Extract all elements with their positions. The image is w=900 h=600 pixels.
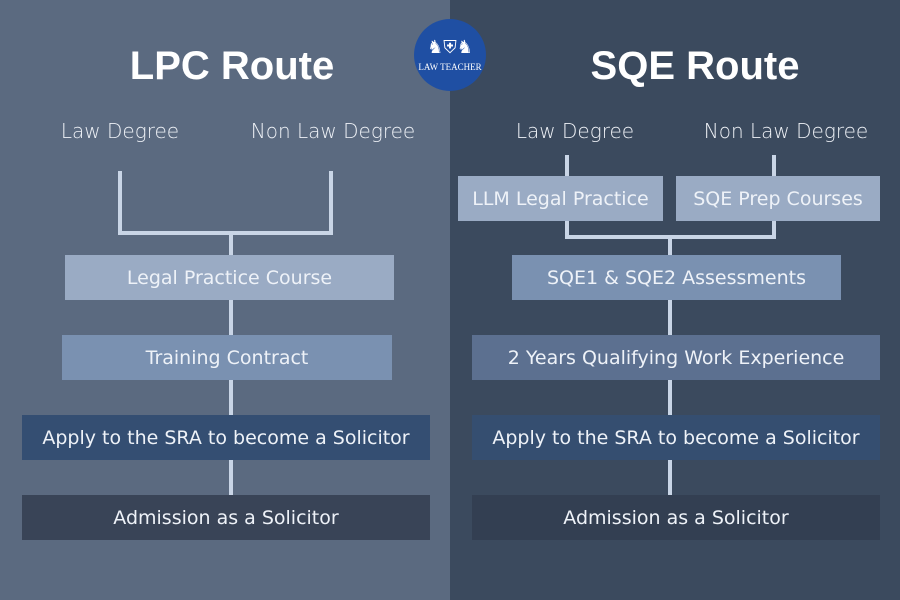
sqe-step-apply-sra: Apply to the SRA to become a Solicitor — [472, 415, 880, 460]
sqe-step-assessments: SQE1 & SQE2 Assessments — [512, 255, 841, 300]
sqe-option-prep-courses: SQE Prep Courses — [676, 176, 880, 221]
sqe-step-qwe: 2 Years Qualifying Work Experience — [472, 335, 880, 380]
sqe-option-llm: LLM Legal Practice — [458, 176, 663, 221]
lpc-non-law-degree: Non Law Degree — [250, 119, 416, 143]
sqe-title: SQE Route — [590, 44, 800, 88]
lpc-title: LPC Route — [129, 44, 335, 88]
connector — [118, 171, 122, 235]
law-teacher-logo: ♞⛨♞ LAW TEACHER — [414, 19, 486, 91]
lpc-step-legal-practice-course: Legal Practice Course — [65, 255, 394, 300]
logo-text: LAW TEACHER — [418, 62, 482, 72]
connector — [118, 231, 333, 235]
sqe-step-admission: Admission as a Solicitor — [472, 495, 880, 540]
crest-icon: ♞⛨♞ — [427, 37, 473, 58]
lpc-law-degree: Law Degree — [60, 119, 180, 143]
sqe-non-law-degree: Non Law Degree — [703, 119, 869, 143]
connector — [329, 171, 333, 235]
sqe-law-degree: Law Degree — [515, 119, 635, 143]
lpc-step-apply-sra: Apply to the SRA to become a Solicitor — [22, 415, 430, 460]
lpc-step-training-contract: Training Contract — [62, 335, 392, 380]
lpc-step-admission: Admission as a Solicitor — [22, 495, 430, 540]
